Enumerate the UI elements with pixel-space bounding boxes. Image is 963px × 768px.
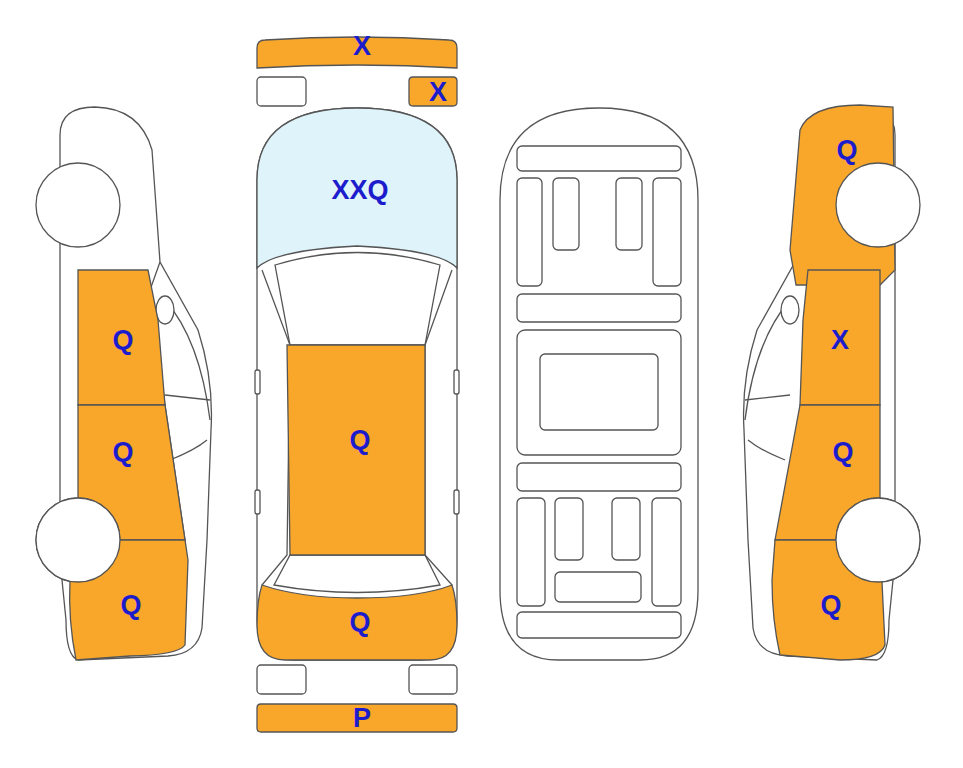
damage-code: Q bbox=[820, 592, 841, 619]
car-panel: X bbox=[255, 34, 459, 72]
panel-fill bbox=[257, 108, 457, 268]
wheel bbox=[836, 498, 920, 582]
damage-code: Q bbox=[112, 327, 133, 354]
panel-fill bbox=[257, 704, 457, 732]
wheel bbox=[36, 498, 120, 582]
damage-code: XXQ bbox=[331, 177, 388, 204]
panel-fill bbox=[78, 270, 165, 405]
car-panel: Q bbox=[287, 345, 425, 555]
panel-shape bbox=[788, 105, 896, 287]
damage-code: Q bbox=[836, 137, 857, 164]
panel-fill bbox=[257, 585, 457, 660]
damage-code: X bbox=[353, 33, 371, 60]
panel-fill bbox=[287, 345, 425, 555]
damage-code: Q bbox=[349, 427, 370, 454]
damage-code: X bbox=[831, 327, 849, 354]
damage-code: Q bbox=[349, 609, 370, 636]
damage-code: Q bbox=[112, 439, 133, 466]
wheel bbox=[836, 163, 920, 247]
car-panel: X bbox=[800, 270, 880, 405]
damage-code: X bbox=[429, 79, 447, 106]
car-panel: Q bbox=[257, 585, 457, 660]
damage-code: Q bbox=[832, 439, 853, 466]
left-side-view bbox=[36, 107, 211, 660]
panel-fill bbox=[800, 270, 880, 405]
car-panel: Q bbox=[68, 540, 188, 660]
car-panel: Q bbox=[78, 270, 166, 405]
car-panel: P bbox=[257, 704, 457, 732]
car-panel: XXQ bbox=[257, 108, 457, 270]
wheel bbox=[36, 498, 120, 582]
damage-code: Q bbox=[120, 592, 141, 619]
wheel bbox=[836, 498, 920, 582]
car-panel: X bbox=[409, 77, 457, 106]
damage-code: P bbox=[353, 705, 371, 732]
car-panel: Q bbox=[770, 540, 886, 660]
car-panel: Q bbox=[788, 105, 896, 287]
panel-fill bbox=[409, 77, 457, 106]
underside-view bbox=[500, 108, 698, 660]
top-view bbox=[255, 77, 459, 694]
